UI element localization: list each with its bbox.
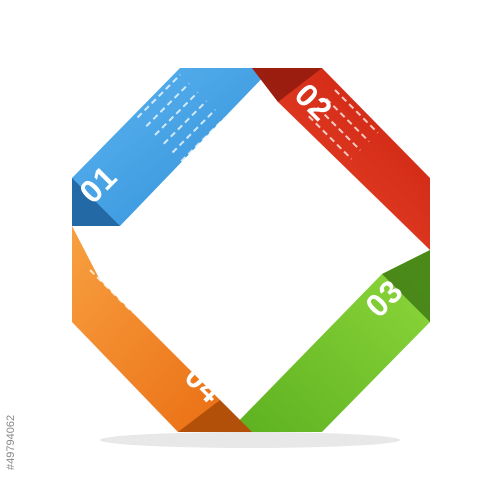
text-line-01-5 [154,91,199,136]
text-line-03-4 [233,325,278,370]
ribbon-fold-04 [178,400,252,432]
side-id-text: #49794062 [5,415,17,470]
ribbon-band-01 [72,68,272,226]
text-line-04-2 [98,260,143,305]
ribbon-fold-01 [72,178,120,226]
ribbon-fold-02 [252,68,322,102]
text-line-04-1 [89,269,134,314]
text-line-02-4 [325,98,370,143]
ribbon-fold-03 [382,250,430,322]
text-line-03-6 [215,307,260,352]
text-line-04-5 [124,234,169,279]
text-line-03-5 [224,316,269,361]
text-line-03-8 [198,290,243,335]
text-line-04-8 [150,208,195,253]
text-line-02-1 [299,124,344,169]
text-line-02-5 [334,89,379,134]
text-line-03-7 [206,299,251,344]
text-line-01-1 [119,56,164,101]
text-line-02-6 [343,80,388,125]
text-line-01-2 [128,65,173,110]
ribbon-band-02 [252,68,430,250]
text-line-01-4 [145,82,190,127]
text-line-03-3 [241,334,286,379]
text-line-02-2 [308,115,353,160]
ribbon-group [72,56,430,448]
ground-shadow [100,432,400,448]
text-line-01-8 [180,117,225,162]
text-line-02-7 [351,71,396,116]
text-line-01-6 [163,100,208,145]
text-line-01-3 [136,74,181,119]
text-line-04-6 [133,225,178,270]
text-line-04-3 [106,251,151,296]
text-line-04-4 [115,243,160,288]
text-line-02-3 [316,106,361,151]
ribbon-band-03 [228,250,430,432]
text-line-01-7 [171,109,216,154]
ribbon-band-04 [72,226,252,432]
text-line-02-8 [360,63,405,108]
text-line-04-7 [141,216,186,261]
text-line-03-2 [250,342,295,387]
text-line-03-1 [259,351,304,396]
